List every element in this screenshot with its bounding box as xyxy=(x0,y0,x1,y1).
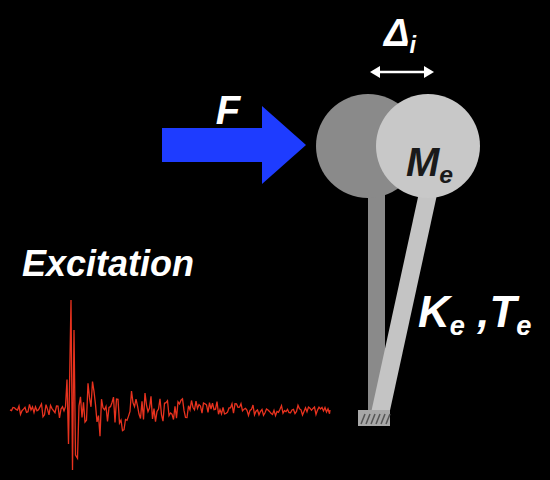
mass-disc xyxy=(376,94,480,198)
force-label: F xyxy=(216,90,240,130)
mass-circle: Me xyxy=(376,94,480,198)
displacement-label: Δi xyxy=(384,14,416,52)
hatch-stroke xyxy=(366,414,370,424)
hatch-stroke xyxy=(376,414,380,424)
ground-motion-record xyxy=(10,300,330,470)
force-arrow-shaft xyxy=(162,128,264,162)
mass-label: Me xyxy=(406,142,453,182)
stiffness-period-label: Ke ,Te xyxy=(418,290,531,334)
displacement-arrow xyxy=(378,71,426,74)
displacement-arrow-head xyxy=(424,66,434,78)
hatch-stroke xyxy=(361,414,365,424)
displacement-arrow-head xyxy=(370,66,380,78)
hatch-stroke xyxy=(381,414,385,424)
base-hatch xyxy=(361,414,390,424)
excitation-label: Excitation xyxy=(22,246,194,282)
hatch-stroke xyxy=(386,414,390,424)
force-arrow-head xyxy=(262,106,306,184)
hatch-stroke xyxy=(371,414,375,424)
column-base xyxy=(358,410,390,426)
